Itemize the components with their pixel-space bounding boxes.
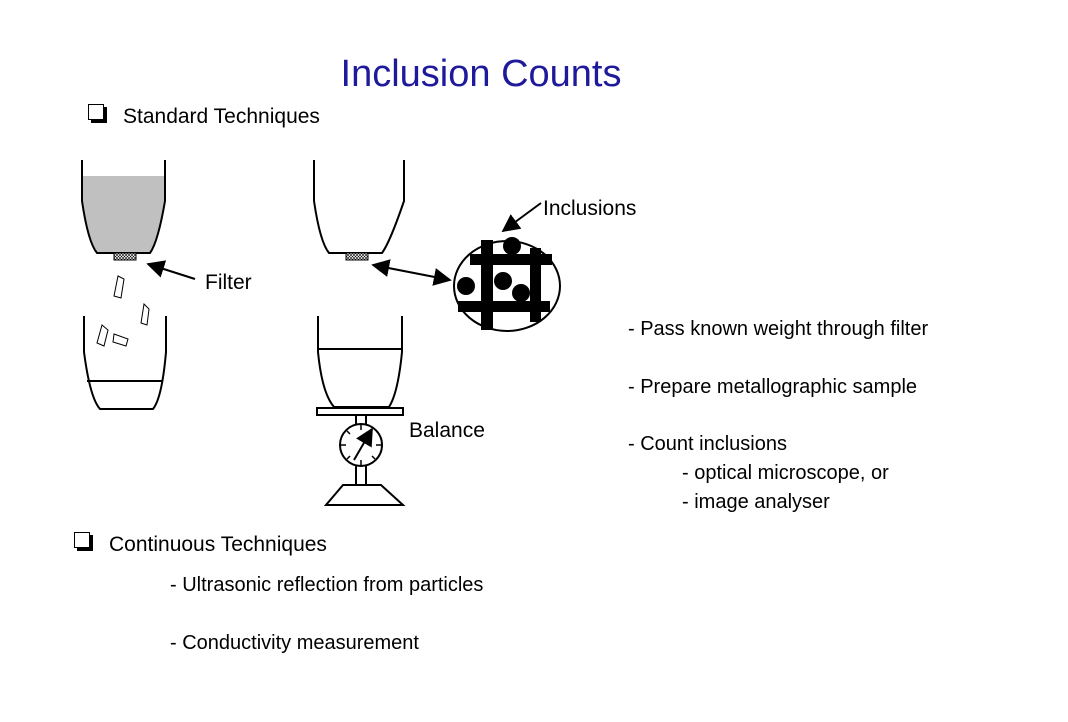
filter-arrow <box>146 260 196 280</box>
particles-icon <box>96 275 150 347</box>
section-heading-continuous: Continuous Techniques <box>109 533 327 556</box>
section-heading-standard: Standard Techniques <box>123 105 320 128</box>
balance-label: Balance <box>409 419 485 442</box>
filter-label: Filter <box>205 271 252 294</box>
inclusions-label: Inclusions <box>543 197 636 220</box>
continuous-item-conductivity: - Conductivity measurement <box>170 632 419 654</box>
filter-icon <box>113 252 137 261</box>
substep-image-analyser: - image analyser <box>682 491 830 513</box>
continuous-item-ultrasonic: - Ultrasonic reflection from particles <box>170 574 484 596</box>
collecting-container-icon <box>83 316 167 410</box>
crucible-empty-icon <box>313 160 405 254</box>
checkbox-icon <box>88 104 104 120</box>
step-pass-weight: - Pass known weight through filter <box>628 318 929 340</box>
crucible-melt-icon <box>81 160 166 254</box>
substep-optical-microscope: - optical microscope, or <box>682 462 889 484</box>
beaker-icon <box>317 316 403 408</box>
magnify-arrow <box>371 259 452 286</box>
inclusions-arrow <box>501 202 542 233</box>
inclusions-magnified-icon <box>453 237 561 332</box>
step-prepare-sample: - Prepare metallographic sample <box>628 376 918 398</box>
page-title: Inclusion Counts <box>340 53 622 95</box>
checkbox-icon <box>74 532 90 548</box>
step-count-inclusions: - Count inclusions <box>628 433 787 455</box>
balance-icon <box>316 407 406 506</box>
used-filter-icon <box>345 252 369 261</box>
